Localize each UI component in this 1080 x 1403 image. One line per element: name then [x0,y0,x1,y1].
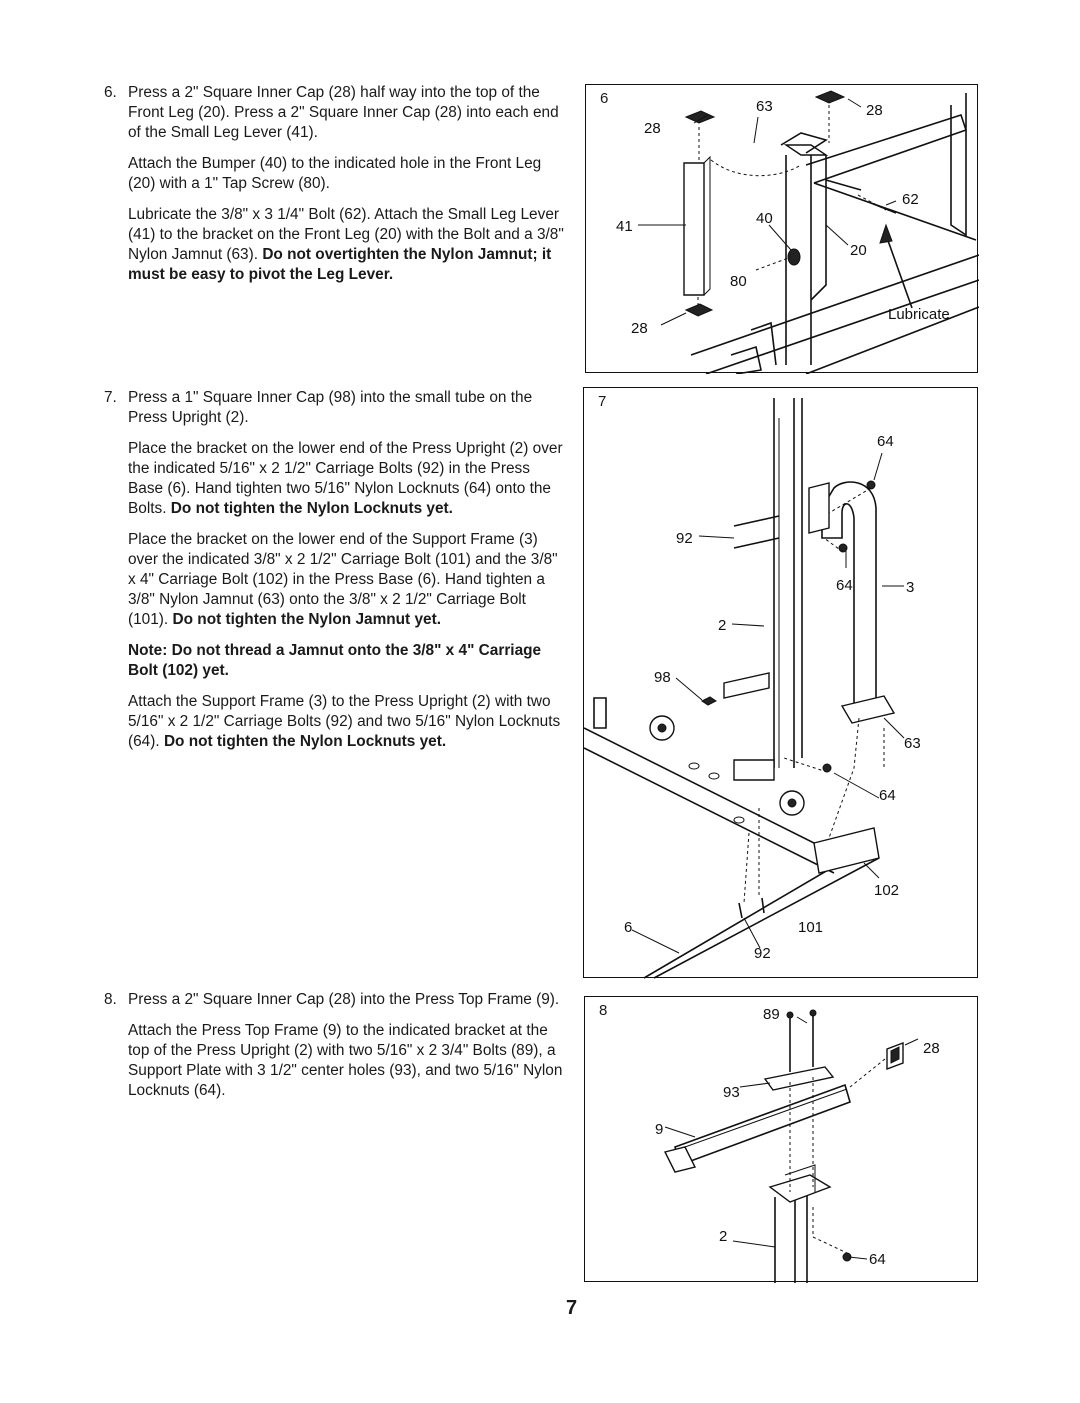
step-number: 7. [104,389,117,406]
step-paragraph: Attach the Support Frame (3) to the Pres… [128,692,568,752]
paragraph-warning: Do not overtighten the Nylon Jamnut; it … [128,246,552,283]
label-2: 2 [719,1228,727,1245]
step-paragraph: Press a 2" Square Inner Cap (28) half wa… [128,83,568,143]
step-number: 8. [104,991,117,1008]
label-92: 92 [676,530,693,547]
figure-number: 7 [598,393,607,410]
paragraph-text: Place the bracket on the lower end of th… [128,531,558,628]
label-28: 28 [923,1040,940,1057]
step-paragraph: Attach the Press Top Frame (9) to the in… [128,1021,568,1101]
figure-number: 6 [600,90,609,107]
label-92: 92 [754,945,771,962]
figure-8-drawing: 89 28 93 9 2 64 [655,1006,940,1283]
label-28: 28 [631,320,648,337]
paragraph-text: Press a 1" Square Inner Cap (98) into th… [128,389,533,426]
label-20: 20 [850,242,867,259]
step-paragraph: Place the bracket on the lower end of th… [128,439,568,519]
label-6: 6 [624,919,632,936]
label-41: 41 [616,218,633,235]
label-102: 102 [874,882,899,899]
step-7: 7. Press a 1" Square Inner Cap (98) into… [104,388,568,763]
step-paragraph: Lubricate the 3/8" x 3 1/4" Bolt (62). A… [128,205,568,285]
label-28: 28 [866,102,883,119]
label-63: 63 [756,98,773,115]
label-101: 101 [798,919,823,936]
paragraph-note: Note: Do not thread a Jamnut onto the 3/… [128,642,542,679]
label-40: 40 [756,210,773,227]
paragraph-text: Place the bracket on the lower end of th… [128,440,563,517]
label-64: 64 [877,433,894,450]
figure-number: 8 [599,1002,608,1019]
paragraph-text: Attach the Bumper (40) to the indicated … [128,155,542,192]
paragraph-warning: Do not tighten the Nylon Locknuts yet. [163,733,447,750]
step-6: 6. Press a 2" Square Inner Cap (28) half… [104,83,568,296]
paragraph-text: Attach the Support Frame (3) to the Pres… [128,693,561,750]
label-89: 89 [763,1006,780,1023]
label-62: 62 [902,191,919,208]
label-2: 2 [718,617,726,634]
paragraph-warning: Do not tighten the Nylon Locknuts yet. [170,500,453,517]
paragraph-text: Attach the Press Top Frame (9) to the in… [128,1022,563,1099]
label-3: 3 [906,579,914,596]
step-number: 6. [104,84,117,101]
paragraph-text: Lubricate the 3/8" x 3 1/4" Bolt (62). A… [128,206,564,263]
step-paragraph: Press a 1" Square Inner Cap (98) into th… [128,388,568,428]
step-8: 8. Press a 2" Square Inner Cap (28) into… [104,990,568,1112]
page-number: 7 [566,1297,578,1319]
step-paragraph: Press a 2" Square Inner Cap (28) into th… [128,990,568,1010]
paragraph-text: Press a 2" Square Inner Cap (28) into th… [128,991,560,1008]
figure-6: 6 [585,84,979,374]
label-9: 9 [655,1121,663,1138]
label-64: 64 [836,577,853,594]
label-93: 93 [723,1084,740,1101]
step-paragraph: Note: Do not thread a Jamnut onto the 3/… [128,641,568,681]
label-98: 98 [654,669,671,686]
label-64: 64 [879,787,896,804]
step-paragraph: Attach the Bumper (40) to the indicated … [128,154,568,194]
figure-8: 8 89 28 93 9 2 64 [584,996,978,1283]
figure-7: 7 [583,387,978,979]
label-lubricate: Lubricate [888,306,950,323]
figure-6-drawing: 28 63 28 62 41 40 20 80 28 Lubricate [616,90,979,374]
label-63: 63 [904,735,921,752]
figure-7-drawing: 64 92 64 3 2 98 63 64 102 6 101 92 [584,398,921,979]
step-paragraph: Place the bracket on the lower end of th… [128,530,568,630]
paragraph-text: Press a 2" Square Inner Cap (28) half wa… [128,84,559,141]
label-80: 80 [730,273,747,290]
paragraph-warning: Do not tighten the Nylon Jamnut yet. [172,611,441,628]
label-64: 64 [869,1251,886,1268]
label-28: 28 [644,120,661,137]
